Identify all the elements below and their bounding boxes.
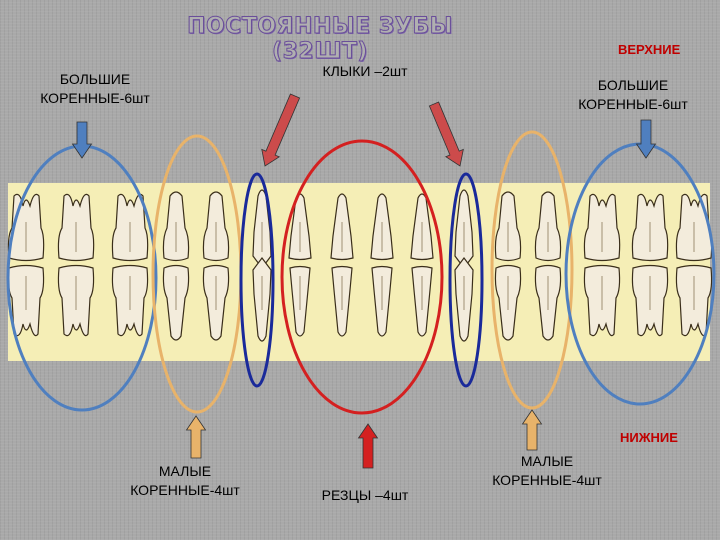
arrow-canine-left xyxy=(261,93,301,167)
arrow-canine-right xyxy=(428,101,464,167)
molars-left-label-line2: КОРЕННЫЕ-6шт xyxy=(40,90,150,106)
premolars-left-label-line1: МАЛЫЕ xyxy=(158,463,212,479)
teeth-layer xyxy=(7,189,713,342)
arrows-layer xyxy=(71,93,657,469)
incisors-oval xyxy=(280,139,444,415)
canines-label: КЛЫКИ –2шт xyxy=(322,63,408,79)
molars-left-label-line1: БОЛЬШИЕ xyxy=(59,71,131,87)
molars-left-label: БОЛЬШИЕ КОРЕННЫЕ-6шт xyxy=(10,70,180,108)
molars-right-label-line2: КОРЕННЫЕ-6шт xyxy=(578,96,688,112)
arrow-molars-right xyxy=(635,119,657,159)
page-title: ПОСТОЯННЫЕ ЗУБЫ (32ШТ) xyxy=(187,14,453,65)
arrow-incisors xyxy=(357,423,379,469)
molars-right-label-line1: БОЛЬШИЕ xyxy=(597,77,669,93)
molars-right-label: БОЛЬШИЕ КОРЕННЫЕ-6шт xyxy=(548,76,718,114)
premolars-right-label: МАЛЫЕ КОРЕННЫЕ-4шт xyxy=(472,452,622,490)
premolars-left-label: МАЛЫЕ КОРЕННЫЕ-4шт xyxy=(110,462,260,500)
canine-right-oval xyxy=(448,172,484,388)
lower-label: НИЖНИЕ xyxy=(620,430,678,445)
upper-label: ВЕРХНИЕ xyxy=(618,42,681,57)
canine-left-oval xyxy=(239,172,275,388)
premolars-left-label-line2: КОРЕННЫЕ-4шт xyxy=(130,482,240,498)
arrow-molars-left xyxy=(71,121,93,159)
arrow-premolars-right xyxy=(521,409,543,451)
premolars-right-oval xyxy=(490,130,574,410)
premolars-right-label-line1: МАЛЫЕ xyxy=(520,453,574,469)
premolars-right-label-line2: КОРЕННЫЕ-4шт xyxy=(492,472,602,488)
arrow-premolars-left xyxy=(185,415,207,459)
incisors-label: РЕЗЦЫ –4шт xyxy=(321,487,409,503)
